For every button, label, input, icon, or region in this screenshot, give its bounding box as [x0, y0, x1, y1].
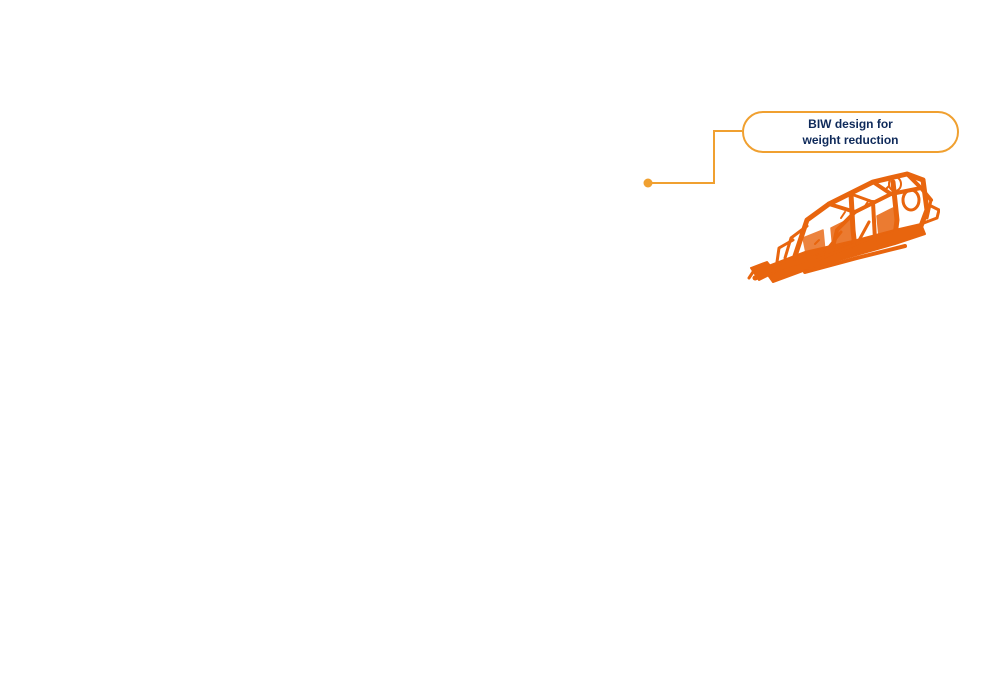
leader-anchor-dot	[643, 178, 653, 188]
car-body-in-white-icon	[747, 171, 940, 283]
callout-text-line-2: weight reduction	[802, 133, 899, 147]
callout-box: BIW design for weight reduction	[742, 111, 959, 153]
callout-text-line-1: BIW design for	[808, 117, 893, 131]
